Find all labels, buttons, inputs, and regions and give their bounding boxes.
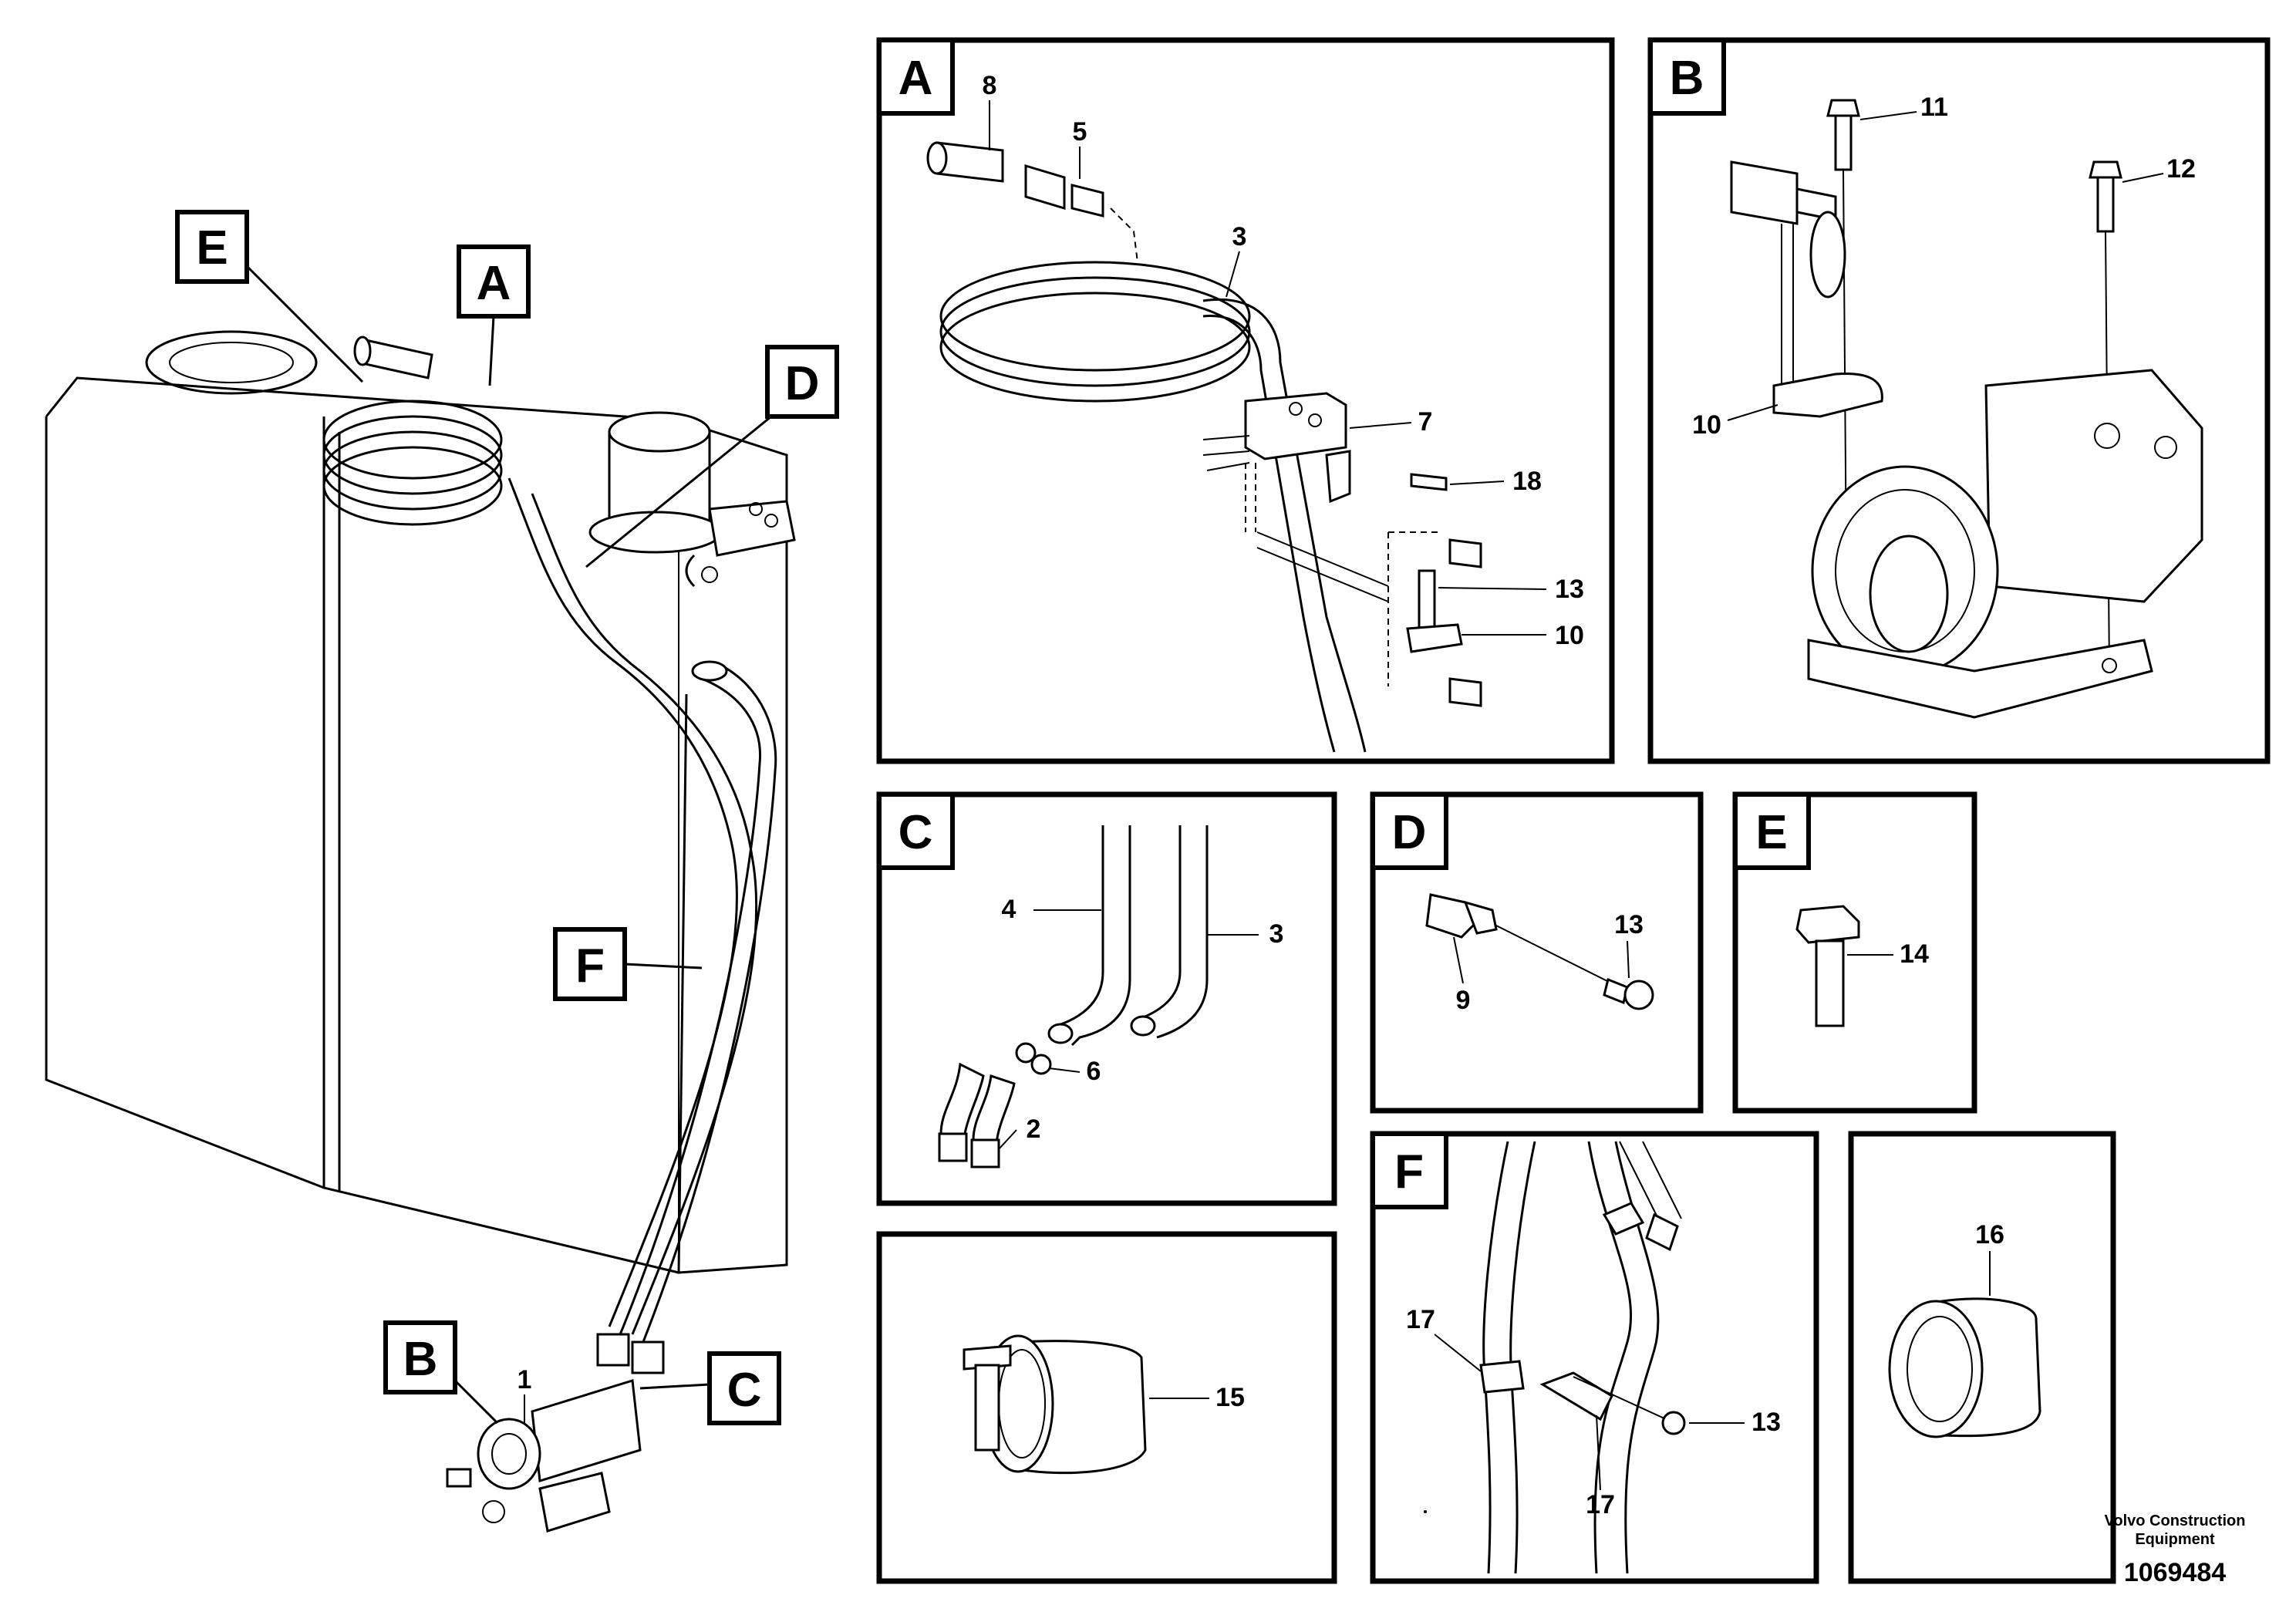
- panel-F: F: [1370, 1131, 1819, 1584]
- label-F-13: 13: [1752, 1408, 1781, 1437]
- callout-B: B: [383, 1320, 499, 1425]
- label-E-14: 14: [1900, 939, 1929, 969]
- label-ring-16: 16: [1975, 1220, 2004, 1249]
- callout-letter-D: D: [785, 357, 820, 410]
- callout-letter-A: A: [477, 257, 511, 310]
- callout-letter-E: E: [196, 221, 228, 275]
- panel-F-labels: 17 13 17: [1406, 1305, 1781, 1519]
- callout-A: A: [457, 244, 531, 386]
- panel-A-tag: A: [899, 52, 933, 105]
- panel-ring: [1848, 1131, 2116, 1584]
- panel-E: E: [1732, 791, 1977, 1114]
- label-A-18: 18: [1512, 467, 1542, 496]
- svg-text:1: 1: [518, 1365, 532, 1394]
- panel-F-tag: F: [1394, 1145, 1424, 1199]
- label-D-9: 9: [1456, 986, 1471, 1015]
- label-A-8: 8: [983, 71, 997, 100]
- label-C-4: 4: [1002, 895, 1017, 924]
- callout-C: C: [639, 1351, 781, 1425]
- label-B-10: 10: [1692, 410, 1721, 440]
- label-clamp-15: 15: [1215, 1383, 1245, 1412]
- footer: Volvo Construction Equipment 1069484: [2105, 1512, 2246, 1587]
- label-C-2: 2: [1027, 1114, 1041, 1144]
- label-A-7: 7: [1418, 407, 1433, 437]
- panel-C-labels: 4 3 6 2: [998, 895, 1284, 1150]
- panel-A-labels: 8 5 3 7 18 13 10: [983, 71, 1584, 650]
- callout-letter-F: F: [575, 939, 605, 993]
- drawing-number: 1069484: [2124, 1558, 2226, 1587]
- panel-C-tag: C: [899, 806, 933, 859]
- label-F-17-bottom: 17: [1586, 1490, 1615, 1519]
- callout-E: E: [175, 210, 364, 383]
- label-A-5: 5: [1073, 117, 1087, 147]
- panel-E-tag: E: [1755, 806, 1787, 859]
- panel-B-labels: 11 12 10: [1692, 93, 2196, 440]
- label-A-10: 10: [1555, 621, 1584, 650]
- label-A-13: 13: [1555, 575, 1584, 604]
- panel-C: C: [876, 791, 1337, 1206]
- label-B-12: 12: [2166, 154, 2196, 184]
- callout-F: F: [553, 927, 703, 1001]
- panel-B-tag: B: [1670, 52, 1704, 105]
- panel-D: D: [1370, 791, 1704, 1114]
- panel-D-labels: 13 9: [1453, 910, 1644, 1015]
- label-B-11: 11: [1920, 93, 1948, 122]
- panel-E-labels: 14: [1847, 939, 1929, 969]
- callout-D: D: [585, 345, 839, 568]
- panel-clamp-labels: 15: [1149, 1383, 1245, 1412]
- label-A-3: 3: [1232, 222, 1247, 251]
- label-F-17-top: 17: [1406, 1305, 1435, 1334]
- panel-clamp: [876, 1231, 1337, 1584]
- callout-letter-B: B: [403, 1333, 438, 1386]
- brand-line-2: Equipment: [2135, 1531, 2215, 1548]
- panel-D-tag: D: [1392, 806, 1427, 859]
- label-C-3: 3: [1269, 919, 1284, 949]
- brand-line-1: Volvo Construction: [2105, 1512, 2246, 1529]
- panel-A: A: [876, 37, 1615, 764]
- label-D-13: 13: [1614, 910, 1644, 939]
- label-C-6: 6: [1087, 1057, 1101, 1086]
- label-part-1: 1: [518, 1365, 532, 1423]
- panel-B: B: [1647, 37, 2271, 764]
- panel-ring-labels: 16: [1975, 1220, 2004, 1296]
- callout-letter-C: C: [727, 1364, 762, 1417]
- overview-illustration: [45, 330, 796, 1533]
